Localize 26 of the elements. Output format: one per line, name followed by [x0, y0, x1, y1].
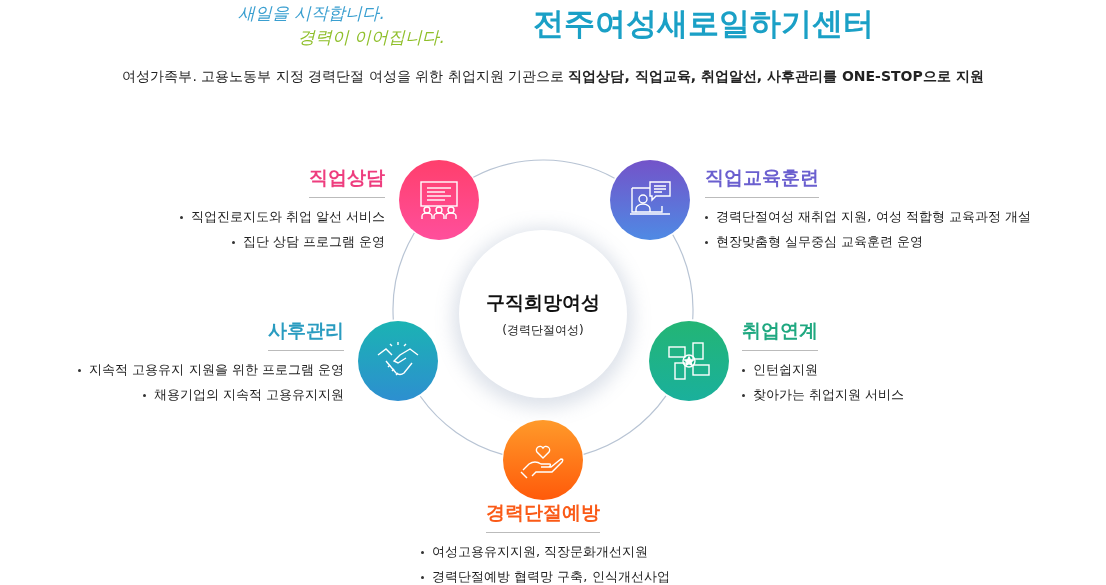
ring-arc — [672, 234, 694, 320]
center-subtext: (경력단절여성) — [502, 321, 584, 339]
bullet-text: 경력단절예방 협력망 구축, 인식개선사업 — [432, 569, 670, 584]
ring-arc — [392, 232, 415, 321]
slogan-text: 경력이 이어집니다. — [298, 26, 445, 49]
center-name-heading: 전주여성새로일하기센터 — [533, 4, 874, 43]
intro-sentence: 여성가족부. 고용노동부 지정 경력단절 여성을 위한 취업지원 기관으로 직업상담, 직업교육, 취업알선, 사후관리를 ONE-STOP으로 지원 — [121, 68, 985, 86]
bullet-text: 찾아가는 취업지원 서비스 — [753, 387, 905, 402]
center-heading: 구직희망여성 — [486, 289, 600, 315]
bullet-text: 채용기업의 지속적 고용유지지원 — [153, 387, 344, 402]
ring-arc — [419, 395, 503, 455]
bullet-text: 여성고용유지지원, 직장문화개선지원 — [432, 544, 649, 559]
bullet-text: 현장맞춤형 실무중심 교육훈련 운영 — [716, 234, 924, 249]
bullet-text: 집단 상담 프로그램 운영 — [242, 234, 385, 249]
ring-arc — [583, 395, 667, 455]
slogan-text: 새일을 시작합니다. — [238, 2, 385, 25]
category-heading: 취업연계 — [742, 318, 818, 351]
category-heading: 직업상담 — [309, 165, 385, 198]
ring-arc — [472, 159, 616, 179]
bullet-text: 직업진로지도와 취업 알선 서비스 — [190, 209, 385, 224]
bullet-text: 경력단절여성 재취업 지원, 여성 적합형 교육과정 개설 — [716, 209, 1031, 224]
bullet-text: 지속적 고용유지 지원을 위한 프로그램 운영 — [89, 362, 344, 377]
category-heading: 직업교육훈련 — [705, 165, 819, 198]
bullet-text: 인턴쉽지원 — [753, 362, 818, 377]
category-heading: 사후관리 — [268, 318, 344, 351]
category-heading: 경력단절예방 — [486, 500, 600, 533]
